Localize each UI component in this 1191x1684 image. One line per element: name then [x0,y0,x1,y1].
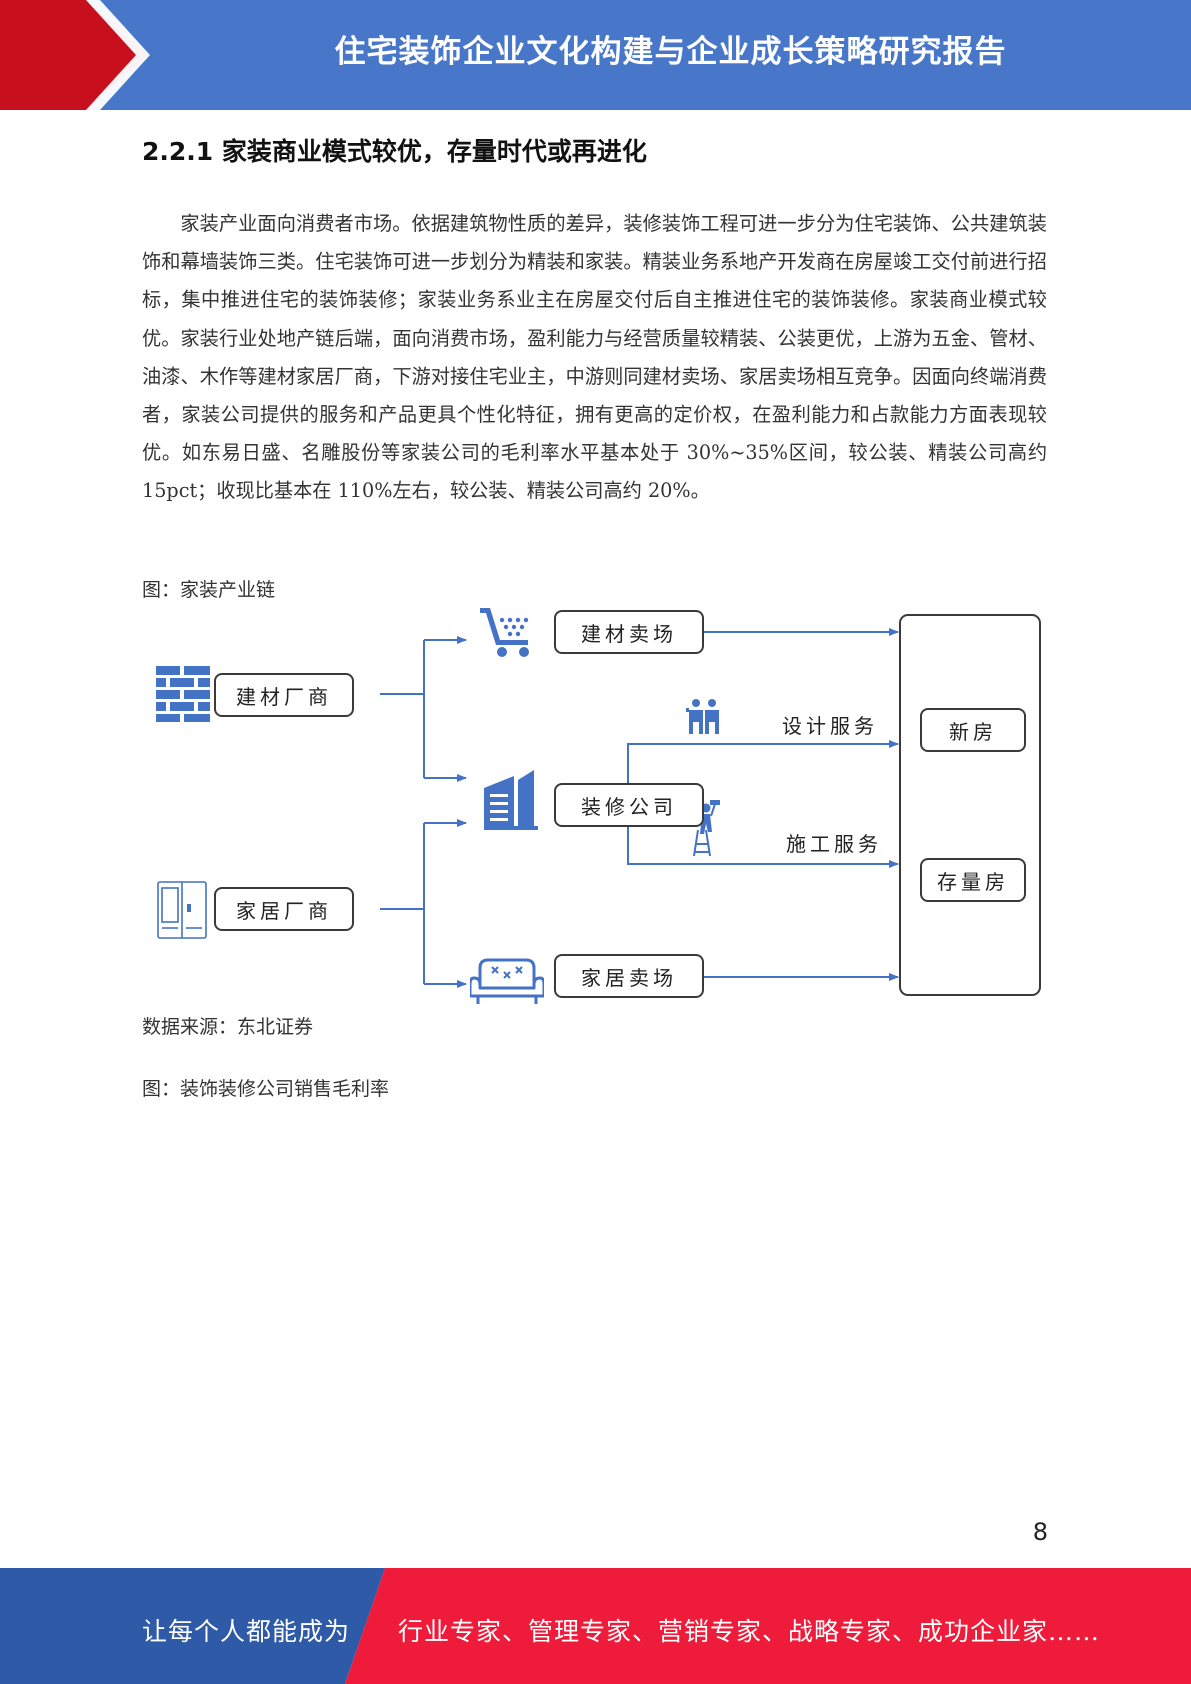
node-home-furnishing-market: 家居卖场 [554,954,704,998]
wardrobe-icon [157,881,207,939]
figure-source: 数据来源：东北证券 [142,1016,314,1038]
node-decoration-company: 装修公司 [554,783,704,827]
office-building-icon [484,770,538,830]
footer-slogan-left: 让每个人都能成为 [142,1617,351,1646]
label-design-service: 设计服务 [782,714,878,738]
footer-slogan-right: 行业专家、管理专家、营销专家、战略专家、成功企业家…… [398,1617,1101,1646]
page-number: 8 [1032,1518,1048,1546]
report-title: 住宅装饰企业文化构建与企业成长策略研究报告 [334,34,1007,70]
brick-wall-icon [156,666,210,722]
node-building-materials-market: 建材卖场 [554,610,704,654]
diagram-connectors [380,614,1041,996]
node-home-furnishing-maker: 家居厂商 [214,887,354,931]
designers-icon [686,699,719,734]
figure2-caption: 图：装饰装修公司销售毛利率 [142,1078,390,1100]
header-banner: 住宅装饰企业文化构建与企业成长策略研究报告 [0,0,1191,110]
shopping-cart-icon [480,608,529,657]
footer-background [0,1568,1191,1684]
sofa-icon [470,958,544,1004]
header-decoration [0,0,150,110]
body-paragraph: 家装产业面向消费者市场。依据建筑物性质的差异，装修装饰工程可进一步分为住宅装饰、… [142,212,1047,503]
label-construction-service: 施工服务 [786,832,882,856]
section-heading: 2.2.1 家装商业模式较优，存量时代或再进化 [142,137,647,166]
node-existing-house: 存量房 [920,858,1026,902]
industry-chain-diagram: 建材厂商 家居厂商 建材卖场 装修公司 家居卖场 新房 存量房 设计服务 施工服… [140,600,1050,1010]
node-new-house: 新房 [920,708,1026,752]
footer-banner: 让每个人都能成为 行业专家、管理专家、营销专家、战略专家、成功企业家…… [0,1568,1191,1684]
figure-caption: 图：家装产业链 [142,579,276,601]
node-building-materials-maker: 建材厂商 [214,673,354,717]
